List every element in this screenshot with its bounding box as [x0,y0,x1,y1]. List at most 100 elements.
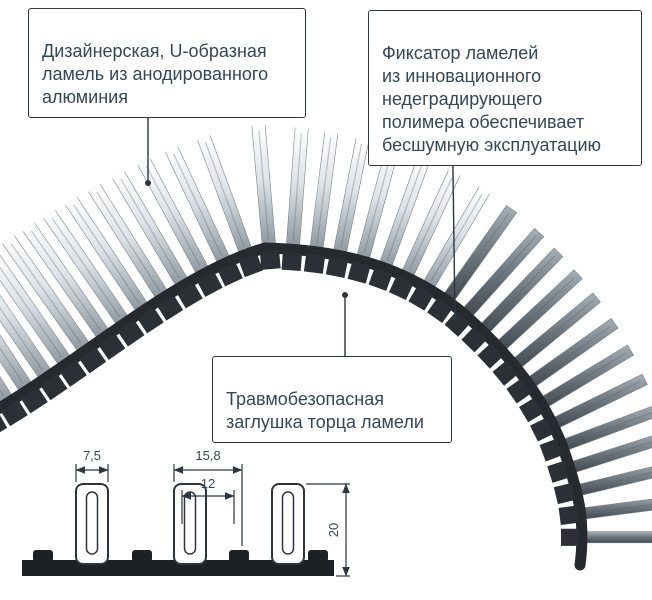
safety-end-cap [325,256,348,278]
safety-end-cap [0,399,28,427]
safety-end-cap [388,275,414,300]
slat-seam [559,381,641,422]
slat-seam [577,441,652,467]
safety-end-cap [492,360,518,386]
dimension-inner-width: 12 [181,476,235,524]
safety-end-cap [156,294,184,321]
callout-fixator: Фиксатор ламелей из инновационного недег… [368,10,642,167]
polymer-band [0,242,588,571]
safety-end-cap [547,460,570,483]
end-caps [0,250,579,546]
safety-end-cap [368,267,393,291]
slat-seam [173,153,223,257]
safety-end-cap [59,360,87,387]
safety-end-cap [117,320,145,347]
safety-end-cap [196,271,223,297]
slat-seam [534,325,611,380]
slat-seam [0,347,24,384]
callout-end-cap: Травмобезопасная заглушка торца ламели [212,356,452,444]
safety-end-cap [238,253,264,278]
safety-end-cap [303,253,326,274]
slat-tip-highlight [355,136,370,142]
safety-end-cap [137,307,164,334]
slat-seam [450,212,510,295]
slat-seam [470,235,537,310]
safety-end-cap [98,333,126,360]
slat-seam [430,194,483,282]
safety-end-cap [20,386,48,414]
slat-seam [10,243,82,345]
slat-tip-highlight [22,221,36,232]
slat-tip-highlight [324,130,338,135]
dim-label-inner-width: 12 [201,476,215,491]
slat-seam [30,230,101,331]
safety-end-cap [539,438,563,462]
slat-tip-highlight [42,209,56,220]
slat-seam [363,152,392,254]
slat-seam [204,141,245,247]
slat-tip-highlight [164,145,179,154]
slat-tip-highlight [197,134,211,141]
safety-end-cap [281,251,303,272]
cross-section-drawing: 7,5 15,8 12 20 [22,448,350,577]
slat-seam [569,411,652,444]
slat-tip-highlight [251,123,266,128]
dim-label-height: 20 [326,523,341,537]
safety-end-cap [0,415,8,433]
safety-end-cap [553,482,576,505]
leader-dot-fixator [452,315,458,321]
slat-seam [504,277,575,343]
base-teeth [33,550,328,562]
lamella-grille-illustration [0,123,652,571]
safety-end-cap [519,397,544,423]
callout-end-cap-text: Травмобезопасная заглушка торца ламели [226,389,424,433]
safety-end-cap [40,373,68,401]
safety-end-cap [79,346,107,374]
slat-seam [120,178,181,279]
leader-dot-end-cap [342,292,348,298]
safety-end-cap [176,282,203,309]
slat-seam [386,163,423,261]
slat-tip-highlight [111,170,125,180]
slat-tip-highlight [64,196,78,206]
slat-seam [520,300,594,361]
safety-end-cap [558,505,579,526]
callout-fixator-text: Фиксатор ламелей из инновационного недег… [382,43,602,156]
slat-seam [51,217,121,318]
slat-seam [409,177,453,270]
slat-seam [316,137,332,244]
safety-end-cap [530,417,555,442]
slat-seam [258,130,270,241]
slat-seam [548,352,627,401]
safety-end-cap [408,285,434,311]
slat-seam [96,191,160,292]
leader-dot-design-lamella [145,180,151,186]
dim-label-pitch: 15,8 [195,448,220,463]
slat-seam [292,133,302,242]
dimension-pitch: 15,8 [173,448,243,546]
slat-seam [0,306,44,371]
slat-tip-highlight [478,185,491,195]
slat-seam [583,471,652,490]
slat-seam [0,266,63,358]
lamella-slat [579,498,652,520]
safety-end-cap [217,261,243,287]
safety-end-cap [560,528,579,546]
safety-end-cap [477,343,503,369]
slats [0,123,652,544]
safety-end-cap [444,311,471,337]
dimension-height: 20 [306,483,350,577]
slat-tip-highlight [448,169,461,177]
dimension-slat-width: 7,5 [75,448,109,482]
callout-design-lamella-text: Дизайнерская, U-образная ламель из аноди… [42,41,269,108]
safety-end-cap [427,297,453,323]
slat-seam [487,255,556,326]
slat-tip-highlight [1,234,15,245]
safety-end-cap [259,250,281,270]
slat-tip-highlight [87,183,101,193]
safety-end-cap [461,326,488,353]
dim-label-slat-width: 7,5 [83,448,101,463]
slat-seam [145,165,201,267]
